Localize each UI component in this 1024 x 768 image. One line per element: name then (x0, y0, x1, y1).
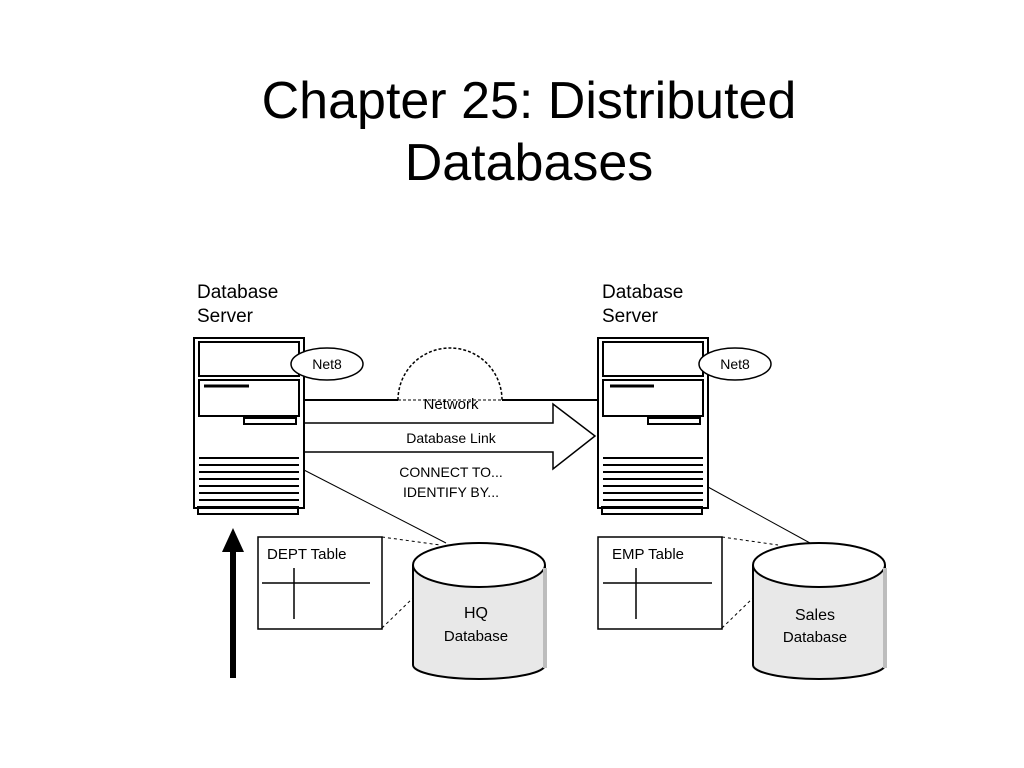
identify-by-text: IDENTIFY BY... (403, 484, 499, 500)
hq-database-label-line2: Database (444, 628, 508, 645)
slide-title: Chapter 25: Distributed Databases (0, 70, 1024, 194)
left-server-db-connector (303, 469, 447, 544)
database-link-arrow: Database Link (305, 402, 597, 471)
left-net8-label: Net8 (312, 356, 342, 372)
dept-table-pointer (381, 595, 416, 629)
left-server-icon (193, 337, 305, 515)
database-link-label: Database Link (406, 430, 497, 446)
hq-database-cylinder: HQ Database (412, 542, 547, 680)
network-connection: Network (305, 347, 598, 413)
right-server-label-line2: Server (602, 306, 659, 327)
right-server-label-line1: Database (602, 282, 683, 303)
right-server-icon (597, 337, 709, 515)
hq-database-label-line1: HQ (464, 605, 488, 622)
emp-table-pointer-top (721, 536, 779, 546)
up-arrow-icon (222, 528, 244, 678)
network-label: Network (423, 396, 479, 413)
right-server-db-connector (707, 486, 811, 544)
sales-database-label-line2: Database (783, 629, 847, 646)
left-server-label-line2: Server (197, 306, 254, 327)
right-net8-label: Net8 (720, 356, 750, 372)
emp-table-pointer (721, 595, 756, 629)
left-net8-badge: Net8 (290, 347, 364, 381)
right-net8-badge: Net8 (698, 347, 772, 381)
sales-database-label-line1: Sales (795, 607, 835, 624)
dept-table-pointer-top (381, 536, 441, 546)
title-line-2: Databases (404, 134, 654, 192)
sales-database-cylinder: Sales Database (752, 542, 887, 680)
title-line-1: Chapter 25: Distributed (261, 72, 797, 130)
left-server-label-line1: Database (197, 282, 278, 303)
emp-table-box: EMP Table (597, 536, 723, 630)
emp-table-label: EMP Table (612, 546, 684, 563)
dept-table-box: DEPT Table (257, 536, 383, 630)
connect-to-text: CONNECT TO... (399, 464, 502, 480)
dept-table-label: DEPT Table (267, 546, 347, 563)
